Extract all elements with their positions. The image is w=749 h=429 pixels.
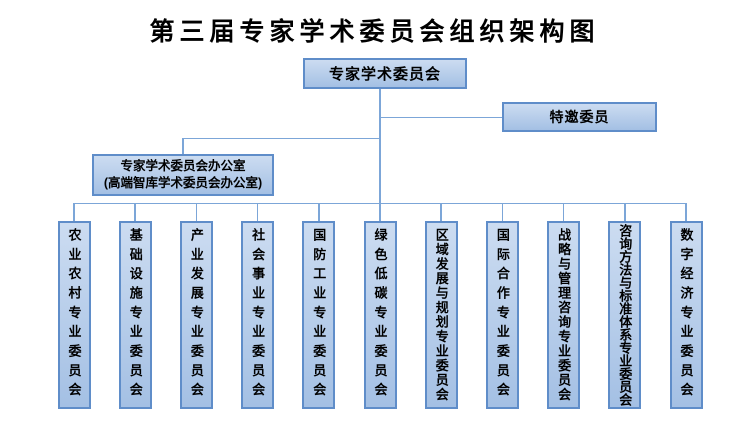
committee-label: 农业农村专业委员会 bbox=[66, 228, 82, 402]
committee-box: 战略与管理咨询专业委员会 bbox=[547, 221, 581, 409]
connector-tick bbox=[318, 203, 320, 221]
connector-tick bbox=[134, 203, 136, 221]
connector-tick bbox=[685, 203, 687, 221]
connector-tick bbox=[73, 203, 75, 221]
connector-to-office bbox=[182, 137, 380, 140]
committee-box: 绿色低碳专业委员会 bbox=[363, 221, 397, 409]
committee-box: 咨询方法与标准体系专业委员会 bbox=[608, 221, 642, 409]
committee-box: 社会事业专业委员会 bbox=[241, 221, 275, 409]
committee-label: 区域发展与规划专业委员会 bbox=[433, 228, 449, 402]
committee-label: 社会事业专业委员会 bbox=[250, 228, 266, 402]
chart-title: 第三届专家学术委员会组织架构图 bbox=[149, 17, 600, 46]
connector-tick bbox=[440, 203, 442, 221]
connector-tick bbox=[256, 203, 259, 221]
committee-box: 产业发展专业委员会 bbox=[179, 221, 213, 409]
invited-members-label: 特邀委员 bbox=[549, 109, 610, 125]
connector-tick bbox=[379, 203, 381, 221]
connector-trunk bbox=[379, 89, 381, 221]
root-committee-box: 专家学术委员会 bbox=[303, 58, 467, 89]
committee-box: 农业农村专业委员会 bbox=[57, 221, 91, 409]
connector-office-drop bbox=[182, 138, 184, 155]
committee-box: 区域发展与规划专业委员会 bbox=[424, 221, 458, 409]
connector-tick bbox=[624, 203, 626, 221]
connector-to-invited bbox=[380, 116, 502, 119]
office-box: 专家学术委员会办公室 (高端智库学术委员会办公室) bbox=[92, 154, 274, 196]
committee-label: 国际合作专业委员会 bbox=[494, 228, 510, 402]
committee-label: 数字经济专业委员会 bbox=[678, 228, 694, 402]
committee-box: 基础设施专业委员会 bbox=[118, 221, 152, 409]
committee-label: 战略与管理咨询专业委员会 bbox=[556, 228, 572, 402]
root-committee-label: 专家学术委员会 bbox=[328, 66, 441, 83]
committee-box: 国际合作专业委员会 bbox=[485, 221, 519, 409]
office-label-line2: (高端智库学术委员会办公室) bbox=[103, 176, 263, 190]
office-label-line1: 专家学术委员会办公室 bbox=[120, 159, 246, 173]
committee-box: 数字经济专业委员会 bbox=[669, 221, 703, 409]
connector-tick bbox=[195, 203, 198, 221]
committee-label: 国防工业专业委员会 bbox=[311, 228, 327, 402]
committee-label: 咨询方法与标准体系专业委员会 bbox=[617, 224, 633, 406]
connector-tick bbox=[501, 203, 504, 221]
committee-label: 产业发展专业委员会 bbox=[188, 228, 204, 402]
committee-label: 基础设施专业委员会 bbox=[127, 228, 143, 402]
invited-members-box: 特邀委员 bbox=[502, 102, 657, 132]
committee-label: 绿色低碳专业委员会 bbox=[372, 228, 388, 402]
connector-tick bbox=[562, 203, 565, 221]
committee-box: 国防工业专业委员会 bbox=[302, 221, 336, 409]
